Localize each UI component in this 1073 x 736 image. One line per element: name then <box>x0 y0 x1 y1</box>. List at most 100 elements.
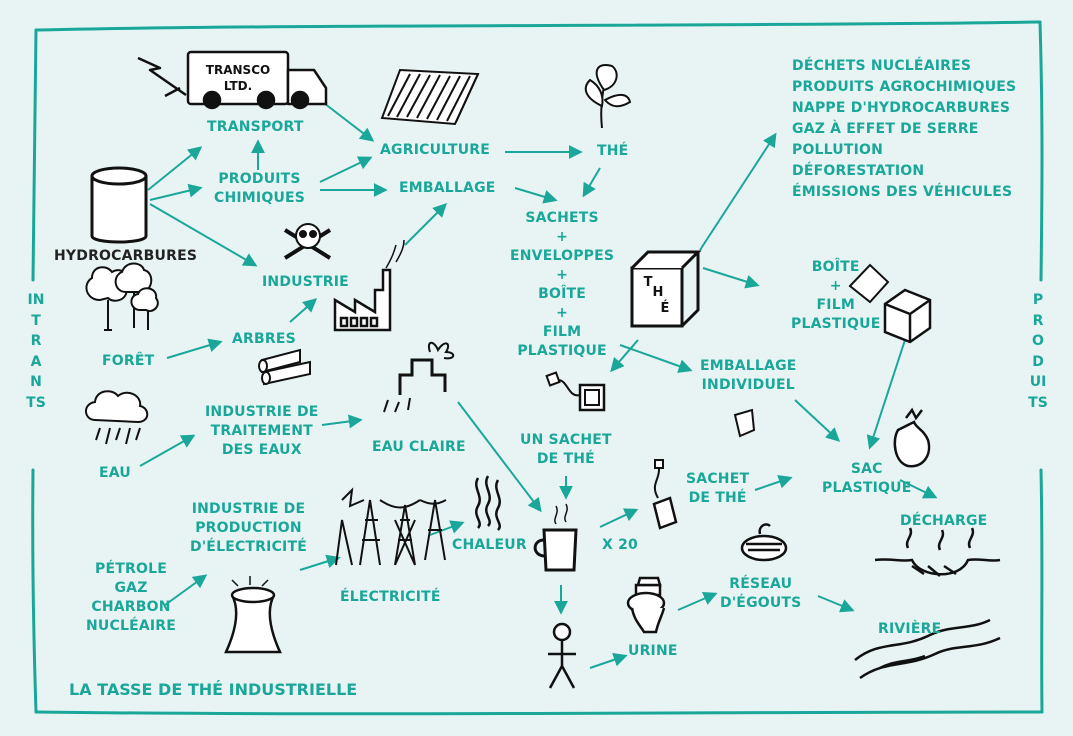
trees-icon <box>85 262 159 331</box>
garbage-bag-icon <box>893 407 931 468</box>
arrow-reseau-riviere <box>817 595 855 613</box>
factory-icon <box>333 239 405 332</box>
arrow-transport-agriculture <box>319 99 375 142</box>
tea-box-letter-e: É <box>661 300 670 316</box>
tea-box-icon: T H É <box>630 250 702 328</box>
landfill-icon <box>874 527 1001 577</box>
logs-icon <box>258 348 311 386</box>
toilet-icon <box>626 576 666 634</box>
label-un-sachet: UN SACHET DE THÉ <box>520 432 612 467</box>
label-decharge: DÉCHARGE <box>900 513 988 529</box>
arrow-hydrocarbures-industrie <box>149 203 258 267</box>
outputs-list: DÉCHETS NUCLÉAIRES PRODUITS AGROCHIMIQUE… <box>792 56 1016 203</box>
truck-text-2: LTD. <box>224 79 252 93</box>
arrow-hydrocarbures-produits <box>149 183 203 201</box>
label-hydrocarbures: HYDROCARBURES <box>54 248 198 264</box>
cup-icon <box>533 503 578 572</box>
arrow-eau-industrie <box>139 434 196 467</box>
frame-border <box>31 20 1044 716</box>
tap-icon <box>383 341 455 413</box>
label-boite-film: BOÎTE + FILM PLASTIQUE <box>791 259 881 332</box>
output-item: DÉCHETS NUCLÉAIRES <box>792 58 972 74</box>
arrow-pylons-chaleur <box>429 520 465 536</box>
arrow-cup-x20 <box>599 508 639 528</box>
label-eau-claire: EAU CLAIRE <box>372 439 466 455</box>
label-transport: TRANSPORT <box>207 119 304 135</box>
output-item: POLLUTION <box>792 142 884 158</box>
arrow-production-pylons <box>299 554 341 571</box>
arrow-eauclaire-cup <box>457 401 542 513</box>
side-label-produits: PRODUITS <box>1028 292 1048 411</box>
output-item: GAZ À EFFET DE SERRE <box>792 121 979 137</box>
arrow-teabox-emballage-ind <box>610 339 639 373</box>
label-reseau: RÉSEAU D'ÉGOUTS <box>720 576 802 611</box>
tea-box-letter-h: H <box>653 285 664 300</box>
arrow-emballage-sachets <box>514 187 558 204</box>
label-emballage: EMBALLAGE <box>399 180 496 196</box>
manhole-icon <box>740 523 788 562</box>
label-urine: URINE <box>628 643 678 659</box>
truck-icon: TRANSCO LTD. <box>137 50 328 110</box>
oil-barrel-icon <box>90 166 148 244</box>
arrow-petrole-tower <box>164 574 208 606</box>
label-x20: X 20 <box>602 537 638 553</box>
arrow-sac-decharge <box>899 479 938 499</box>
arrow-person-urine <box>589 653 628 669</box>
river-icon <box>854 618 1001 680</box>
power-pylons-icon <box>335 487 447 566</box>
label-electricite: ÉLECTRICITÉ <box>340 589 441 605</box>
tea-bag-small-icon <box>652 459 678 530</box>
arrow-traitement-eauclaire <box>321 414 363 429</box>
label-riviere: RIVIÈRE <box>878 621 942 637</box>
tea-bag-icon <box>545 371 606 412</box>
label-industrie-traitement: INDUSTRIE DE TRAITEMENT DES EAUX <box>205 404 319 458</box>
arrow-sachets-emballage-individuel <box>619 344 693 373</box>
label-agriculture: AGRICULTURE <box>380 142 491 158</box>
arrow-toilet-reseau <box>677 592 718 611</box>
person-icon <box>548 622 576 689</box>
label-arbres: ARBRES <box>232 331 296 347</box>
label-sachet-de-the: SACHET DE THÉ <box>686 471 750 506</box>
output-item: ÉMISSIONS DES VÉHICULES <box>792 184 1013 200</box>
arrow-teabox-outputs <box>699 132 777 251</box>
arrow-hydrocarbures-transport <box>147 146 203 191</box>
label-industrie-production: INDUSTRIE DE PRODUCTION D'ÉLECTRICITÉ <box>190 501 307 555</box>
arrow-arbres-industrie <box>289 298 318 323</box>
flow-arrows <box>139 99 938 669</box>
label-emballage-individuel: EMBALLAGE INDIVIDUEL <box>700 358 797 393</box>
field-icon <box>380 68 480 126</box>
label-petrole: PÉTROLE GAZ CHARBON NUCLÉAIRE <box>86 561 177 634</box>
page-title: LA TASSE DE THÉ INDUSTRIELLE <box>69 680 358 699</box>
arrow-produits-agriculture <box>319 156 373 183</box>
plastic-film-icon <box>733 263 890 438</box>
arrow-teabox-boite <box>702 267 760 289</box>
label-the: THÉ <box>597 143 629 159</box>
label-foret: FORÊT <box>102 353 155 369</box>
cooling-tower-icon <box>224 576 282 654</box>
arrow-sachet-sac <box>754 475 793 491</box>
arrow-the-sachets <box>582 167 601 198</box>
output-item: NAPPE D'HYDROCARBURES <box>792 100 1011 116</box>
arrow-factory-emballage <box>404 203 447 246</box>
arrow-emballage-ind-sac <box>794 399 841 442</box>
heat-waves-icon <box>475 475 501 531</box>
label-industrie: INDUSTRIE <box>262 274 349 290</box>
arrow-foret-arbres <box>166 338 223 359</box>
tea-box-letter-t: T <box>644 275 653 290</box>
output-item: PRODUITS AGROCHIMIQUES <box>792 79 1017 95</box>
label-chaleur: CHALEUR <box>452 537 527 553</box>
carton-icon <box>883 288 932 344</box>
side-label-intrants: INTRANTS <box>26 292 46 411</box>
label-eau: EAU <box>99 465 131 481</box>
truck-text-1: TRANSCO <box>206 63 270 77</box>
output-item: DÉFORESTATION <box>792 163 925 179</box>
label-produits-chimiques: PRODUITS CHIMIQUES <box>214 171 306 206</box>
tea-leaf-icon <box>584 64 632 129</box>
label-sachets-bundle: SACHETS + ENVELOPPES + BOÎTE + FILM PLAS… <box>510 210 615 359</box>
arrow-boite-sac <box>866 339 906 450</box>
skull-icon <box>283 223 332 260</box>
label-sac-plastique: SAC PLASTIQUE <box>822 461 912 496</box>
rain-cloud-icon <box>85 390 149 445</box>
